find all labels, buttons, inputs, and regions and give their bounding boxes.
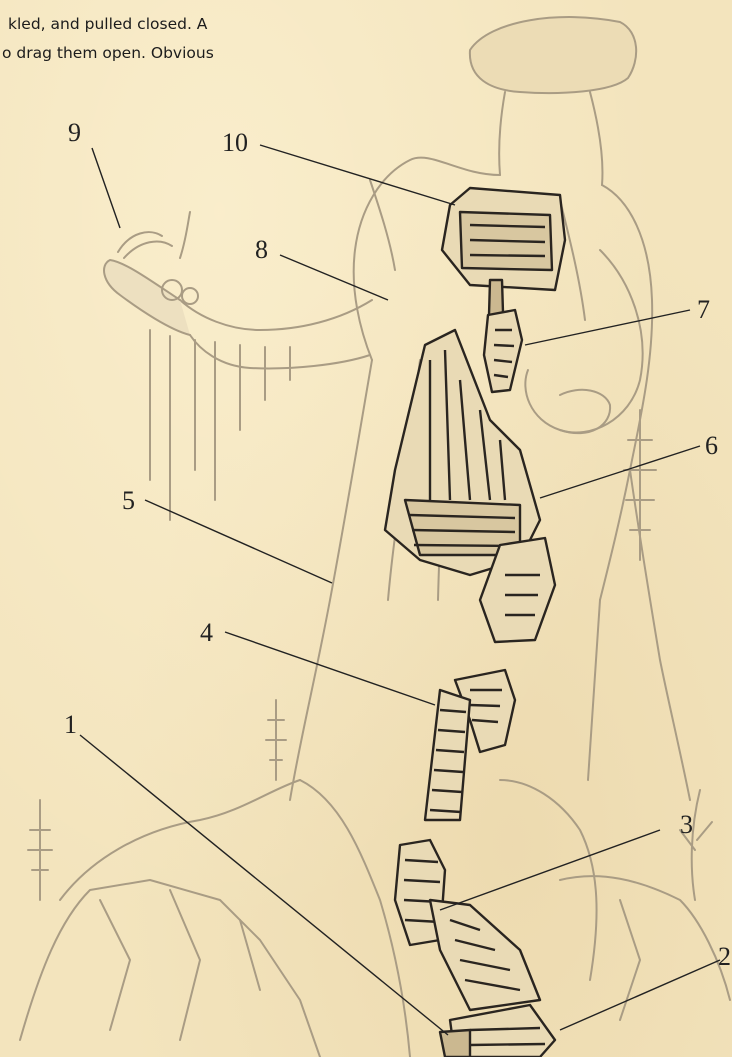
corridor-lower — [430, 900, 540, 1010]
leader-5 — [145, 500, 332, 583]
leader-3 — [440, 830, 660, 910]
callout-4: 4 — [200, 620, 213, 646]
leader-10 — [260, 145, 455, 205]
callout-3: 3 — [680, 812, 693, 838]
dungeon-rooms — [385, 188, 565, 1057]
room-10 — [442, 188, 565, 290]
leader-6 — [540, 446, 700, 498]
leader-9 — [92, 148, 120, 228]
callout-7: 7 — [697, 297, 710, 323]
statue-figure — [20, 17, 730, 1057]
entrance-stair — [440, 1030, 470, 1057]
leader-1 — [80, 735, 448, 1035]
callout-10: 10 — [222, 130, 248, 156]
callout-5: 5 — [122, 488, 135, 514]
leader-7 — [525, 310, 690, 345]
callout-9: 9 — [68, 120, 81, 146]
leader-8 — [280, 255, 388, 300]
callout-6: 6 — [705, 433, 718, 459]
callout-8: 8 — [255, 237, 268, 263]
room-7 — [484, 310, 522, 392]
stair-middle — [425, 690, 470, 820]
leader-2 — [560, 960, 720, 1030]
callout-2: 2 — [718, 944, 731, 970]
leader-4 — [225, 632, 435, 705]
callout-1: 1 — [64, 712, 77, 738]
